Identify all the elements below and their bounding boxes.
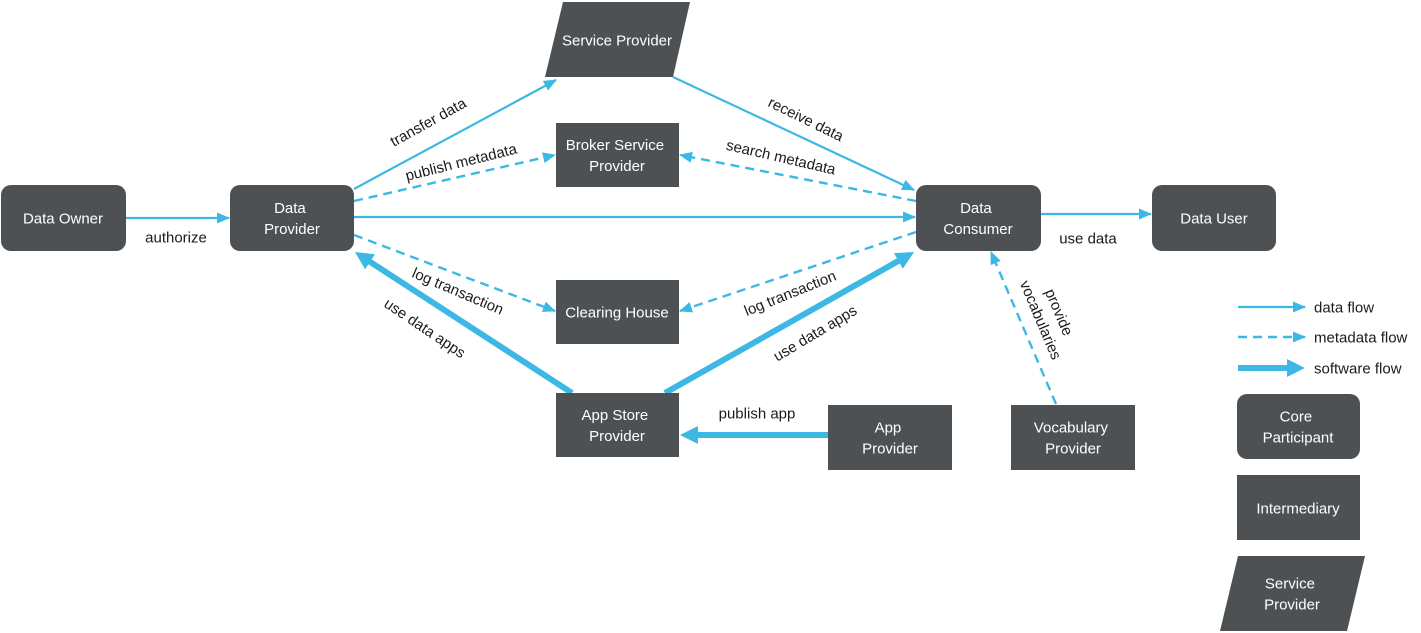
vocabulary-provider-node: Vocabulary Provider: [1011, 405, 1135, 470]
data-user-label: Data User: [1180, 210, 1248, 227]
app-provider-label-line-2: Provider: [862, 440, 918, 457]
data-owner-label: Data Owner: [23, 210, 103, 227]
broker-service-provider-label-line-2: Provider: [589, 158, 645, 175]
app-store-provider-label: App Store Provider: [582, 407, 653, 445]
log-transaction-left-label: log transaction: [409, 265, 505, 319]
publish-app-label: publish app: [719, 405, 796, 422]
data-consumer-label-line-2: Consumer: [943, 221, 1012, 238]
data-consumer-label-line-1: Data: [960, 200, 992, 217]
log-transaction-right-arrow: [679, 230, 917, 313]
use-data-apps-right-arrow: [663, 252, 915, 396]
use-data-apps-left-label: use data apps: [381, 295, 469, 362]
legend-intermediary-label: Intermediary: [1256, 500, 1340, 517]
data-owner-box: [1, 185, 126, 251]
provide-vocabularies-arrow: [989, 251, 1058, 405]
data-provider-label: Data Provider: [264, 200, 320, 238]
legend-service-provider-label-line-1: Service: [1265, 575, 1315, 592]
use-data-apps-right-label: use data apps: [771, 302, 861, 365]
use-data-apps-left-arrow: [354, 252, 574, 396]
app-provider-label-line-1: App: [875, 419, 902, 436]
broker-service-provider-node: Broker Service Provider: [556, 123, 679, 187]
clearing-house-node: Clearing House: [556, 280, 679, 344]
edges: [126, 76, 1152, 444]
vocabulary-provider-label: Vocabulary Provider: [1034, 419, 1112, 457]
legend-intermediary: Intermediary: [1237, 475, 1360, 540]
receive-data-label: receive data: [765, 94, 846, 145]
log-transaction-right-label: log transaction: [742, 268, 839, 320]
data-provider-box: [230, 185, 354, 251]
vocabulary-provider-label-line-1: Vocabulary: [1034, 419, 1109, 436]
service-provider-node: Service Provider: [545, 2, 690, 77]
legend-software-flow-label: software flow: [1314, 360, 1402, 377]
vocabulary-provider-box: [1011, 405, 1135, 470]
app-store-provider-box: [556, 393, 679, 457]
clearing-house-box: [556, 280, 679, 344]
legend-core-participant: Core Participant: [1237, 394, 1360, 459]
data-user-node: Data User: [1152, 185, 1276, 251]
app-provider-box: [828, 405, 952, 470]
legend-service-provider-label-line-2: Provider: [1264, 596, 1320, 613]
receive-data-arrow: [672, 76, 915, 191]
broker-service-provider-box: [556, 123, 679, 187]
broker-service-provider-label-line-1: Broker Service: [566, 137, 664, 154]
service-provider-label: Service Provider: [562, 32, 672, 49]
transfer-data-label: transfer data: [387, 94, 469, 150]
legend-intermediary-box: [1237, 475, 1360, 540]
data-consumer-label: Data Consumer: [943, 200, 1012, 238]
search-metadata-label: search metadata: [724, 137, 837, 179]
data-consumer-box: [916, 185, 1041, 251]
legend-service-provider: Service Provider: [1220, 556, 1365, 631]
service-provider-shape: [545, 2, 690, 77]
broker-service-provider-label: Broker Service Provider: [566, 137, 669, 175]
legend-core-participant-label-line-1: Core: [1280, 408, 1313, 425]
legend-core-participant-label: Core Participant: [1263, 408, 1335, 446]
app-store-provider-label-line-1: App Store: [582, 407, 649, 424]
provide-vocabularies-label: provide vocabularies: [1016, 278, 1076, 362]
app-provider-node: App Provider: [828, 405, 952, 470]
publish-metadata-arrow: [353, 152, 556, 203]
data-provider-label-line-1: Data: [274, 200, 306, 217]
legend-metadata-flow-label: metadata flow: [1314, 329, 1408, 346]
data-provider-node: Data Provider: [230, 185, 354, 251]
legend-core-participant-label-line-2: Participant: [1263, 429, 1335, 446]
app-store-provider-node: App Store Provider: [556, 393, 679, 457]
clearing-house-label: Clearing House: [565, 304, 668, 321]
legend-data-flow-label: data flow: [1314, 299, 1374, 316]
vocabulary-provider-label-line-2: Provider: [1045, 440, 1101, 457]
data-consumer-node: Data Consumer: [916, 185, 1041, 251]
legend-service-provider-shape: [1220, 556, 1365, 631]
legend-service-provider-label: Service Provider: [1264, 575, 1320, 613]
data-owner-node: Data Owner: [1, 185, 126, 251]
search-metadata-arrow: [679, 151, 917, 203]
app-store-provider-label-line-2: Provider: [589, 428, 645, 445]
app-provider-label: App Provider: [862, 419, 918, 457]
use-data-label: use data: [1059, 230, 1117, 247]
authorize-label: authorize: [145, 229, 207, 246]
legend-core-participant-box: [1237, 394, 1360, 459]
log-transaction-left-arrow: [353, 233, 556, 313]
transfer-data-arrow: [353, 79, 557, 190]
data-provider-label-line-2: Provider: [264, 221, 320, 238]
publish-metadata-label: publish metadata: [404, 141, 520, 185]
data-user-box: [1152, 185, 1276, 251]
nodes: Data Owner Data Provider Data Consumer D…: [1, 2, 1276, 470]
legend: data flow metadata flow software flow Co…: [1220, 299, 1408, 631]
